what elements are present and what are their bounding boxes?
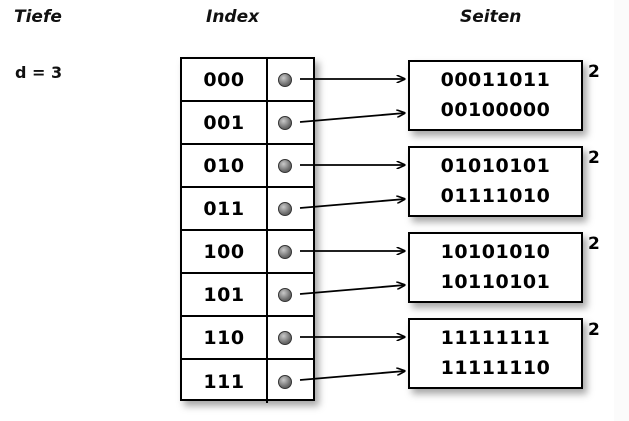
index-key-cell: 000 xyxy=(182,59,268,100)
index-row[interactable]: 010 xyxy=(182,145,313,188)
index-key-cell: 110 xyxy=(182,317,268,358)
index-pointer-cell[interactable] xyxy=(268,188,313,229)
index-pointer-cell[interactable] xyxy=(268,231,313,272)
page-record: 00100000 xyxy=(440,98,551,121)
page-local-depth: 2 xyxy=(588,148,600,168)
index-row[interactable]: 110 xyxy=(182,317,313,360)
page-record: 01111010 xyxy=(440,184,551,207)
pointer-dot-icon xyxy=(278,244,292,259)
index-key-cell: 011 xyxy=(182,188,268,229)
pointer-dot-icon xyxy=(278,72,292,87)
index-pointer-cell[interactable] xyxy=(268,102,313,143)
index-row[interactable]: 000 xyxy=(182,59,313,102)
page-local-depth: 2 xyxy=(588,320,600,340)
page-bucket[interactable]: 10101010 10110101 xyxy=(408,232,583,303)
pointer-arrow xyxy=(299,199,405,209)
index-key-cell: 001 xyxy=(182,102,268,143)
index-pointer-cell[interactable] xyxy=(268,317,313,358)
index-row[interactable]: 011 xyxy=(182,188,313,231)
index-row[interactable]: 001 xyxy=(182,102,313,145)
depth-value-label: d = 3 xyxy=(15,63,63,82)
page-record: 00011011 xyxy=(440,69,551,92)
index-pointer-cell[interactable] xyxy=(268,59,313,100)
page-record: 01010101 xyxy=(440,155,551,178)
page-local-depth: 2 xyxy=(588,234,600,254)
index-key-cell: 100 xyxy=(182,231,268,272)
index-key-cell: 111 xyxy=(182,360,268,403)
page-bucket[interactable]: 11111111 11111110 xyxy=(408,318,583,389)
index-directory-table: 000 001 010 011 100 xyxy=(180,57,315,403)
page-record: 10110101 xyxy=(440,270,551,293)
pointer-arrow xyxy=(299,113,405,123)
index-key-cell: 010 xyxy=(182,145,268,186)
index-pointer-cell[interactable] xyxy=(268,274,313,315)
index-row[interactable]: 111 xyxy=(182,360,313,403)
index-row[interactable]: 101 xyxy=(182,274,313,317)
pointer-dot-icon xyxy=(278,330,292,345)
pointer-arrow xyxy=(299,371,405,381)
page-bucket[interactable]: 01010101 01111010 xyxy=(408,146,583,217)
page-record: 10101010 xyxy=(440,241,551,264)
pointer-dot-icon xyxy=(278,201,292,216)
pointer-arrow xyxy=(299,285,405,295)
index-key-cell: 101 xyxy=(182,274,268,315)
column-heading-pages: Seiten xyxy=(460,7,522,27)
page-record: 11111110 xyxy=(440,356,551,379)
page-local-depth: 2 xyxy=(588,62,600,82)
index-pointer-cell[interactable] xyxy=(268,360,313,403)
pointer-dot-icon xyxy=(278,287,292,302)
page-bucket[interactable]: 00011011 00100000 xyxy=(408,60,583,131)
page-record: 11111111 xyxy=(440,327,551,350)
column-heading-index: Index xyxy=(206,7,260,27)
index-pointer-cell[interactable] xyxy=(268,145,313,186)
index-row[interactable]: 100 xyxy=(182,231,313,274)
pointer-dot-icon xyxy=(278,374,292,389)
pointer-dot-icon xyxy=(278,115,292,130)
slide-edge xyxy=(614,0,629,421)
pointer-dot-icon xyxy=(278,158,292,173)
column-heading-depth: Tiefe xyxy=(14,7,62,27)
